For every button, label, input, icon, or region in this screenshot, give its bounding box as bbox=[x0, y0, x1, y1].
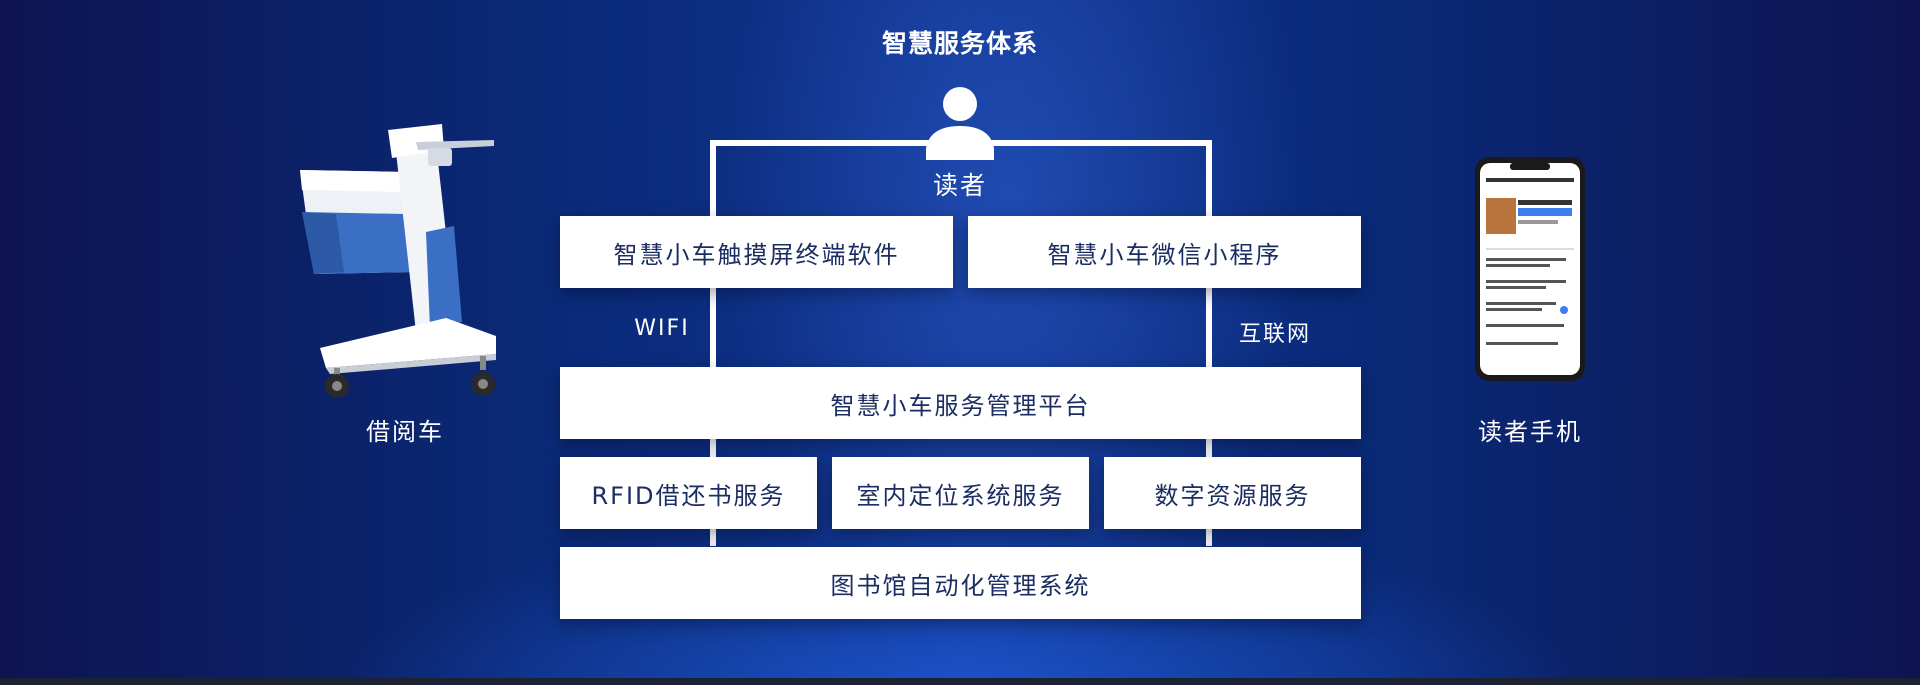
diagram-title: 智慧服务体系 bbox=[881, 29, 1038, 58]
rfid-box: RFID借还书服务 bbox=[560, 457, 817, 529]
phone-label: 读者手机 bbox=[1478, 418, 1582, 446]
internet-label: 互联网 bbox=[1238, 322, 1311, 347]
platform-box: 智慧小车服务管理平台 bbox=[560, 367, 1361, 439]
frame-left-line bbox=[710, 140, 716, 546]
indoor-positioning-text: 室内定位系统服务 bbox=[856, 481, 1065, 510]
person-icon bbox=[926, 87, 994, 160]
platform-text: 智慧小车服务管理平台 bbox=[830, 391, 1091, 420]
wifi-label: WIFI bbox=[634, 316, 690, 341]
wechat-miniprogram-text: 智慧小车微信小程序 bbox=[1047, 240, 1282, 269]
phone-icon bbox=[1475, 157, 1585, 381]
digital-resources-box: 数字资源服务 bbox=[1104, 457, 1361, 529]
digital-resources-text: 数字资源服务 bbox=[1154, 481, 1311, 510]
bottom-strip bbox=[0, 678, 1920, 685]
indoor-positioning-box: 室内定位系统服务 bbox=[832, 457, 1089, 529]
cart-icon bbox=[300, 124, 496, 398]
cart-label: 借阅车 bbox=[366, 418, 444, 446]
library-system-box: 图书馆自动化管理系统 bbox=[560, 547, 1361, 619]
reader-label: 读者 bbox=[932, 171, 987, 200]
wechat-miniprogram-box: 智慧小车微信小程序 bbox=[968, 216, 1361, 288]
touch-terminal-text: 智慧小车触摸屏终端软件 bbox=[613, 240, 900, 269]
touch-terminal-box: 智慧小车触摸屏终端软件 bbox=[560, 216, 953, 288]
library-system-text: 图书馆自动化管理系统 bbox=[830, 571, 1091, 600]
rfid-text: RFID借还书服务 bbox=[591, 481, 786, 510]
frame-right-line bbox=[1206, 140, 1212, 546]
